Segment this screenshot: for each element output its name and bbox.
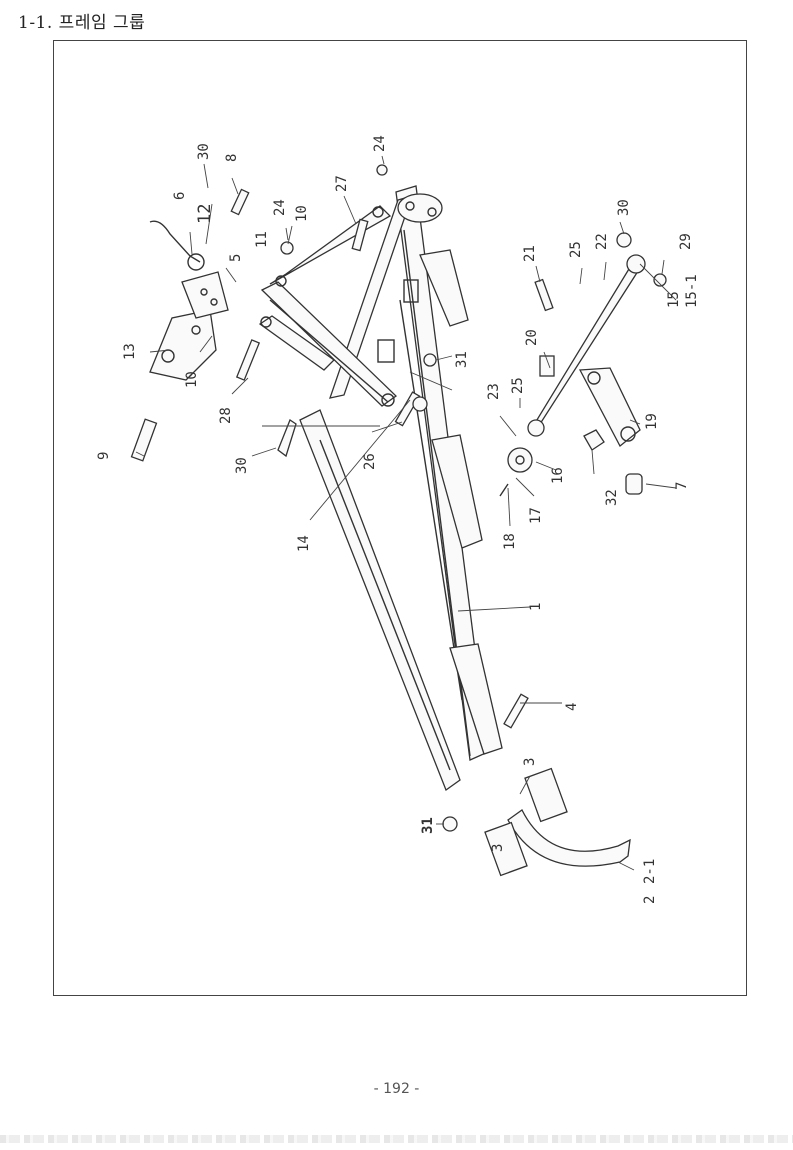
label-part-30c: 30 (234, 457, 250, 474)
label-part-2: 2 (642, 896, 658, 904)
label-part-30b: 30 (616, 199, 632, 216)
label-part-18: 18 (502, 533, 518, 550)
label-part-28: 28 (218, 407, 234, 424)
label-part-26: 26 (362, 453, 378, 470)
label-part-25a: 25 (568, 241, 584, 258)
label-part-10-lower: 10 (184, 371, 200, 388)
label-part-27: 27 (334, 175, 350, 192)
label-part-16: 16 (550, 467, 566, 484)
label-part-24b: 24 (272, 199, 288, 216)
label-part-17: 17 (528, 507, 544, 524)
bottom-parts (442, 693, 631, 877)
label-part-11: 11 (254, 231, 270, 248)
label-part-31b: 31 (420, 817, 436, 834)
label-part-15-1: 15-1 (684, 274, 700, 308)
label-part-7: 7 (674, 482, 690, 490)
label-part-3b: 3 (490, 844, 506, 852)
label-part-4: 4 (564, 703, 580, 711)
label-part-24a: 24 (372, 135, 388, 152)
label-part-22: 22 (594, 233, 610, 250)
label-part-25b: 25 (510, 377, 526, 394)
lower-arm (258, 315, 336, 371)
leader-lines (135, 155, 677, 871)
main-frame (299, 185, 503, 792)
label-part-14: 14 (296, 535, 312, 552)
label-part-31a: 31 (454, 351, 470, 368)
label-part-6: 6 (172, 192, 188, 200)
label-part-13: 13 (122, 343, 138, 360)
label-part-5: 5 (228, 254, 244, 262)
part-labels: 1 2 2-1 3 3 4 5 6 7 8 9 10 10 11 12 13 1… (96, 135, 700, 904)
label-part-3a: 3 (522, 758, 538, 766)
right-rod-assembly (499, 232, 667, 497)
label-part-21: 21 (522, 245, 538, 262)
label-part-1: 1 (528, 603, 544, 611)
label-part-15: 15 (666, 291, 682, 308)
label-part-8: 8 (224, 154, 240, 162)
crossbar (260, 281, 398, 407)
label-part-10-upper: 10 (294, 205, 310, 222)
label-part-20: 20 (524, 329, 540, 346)
page-number: - 192 - (373, 1081, 420, 1097)
diagram-frame (53, 40, 747, 996)
scan-edge-artifact (0, 1135, 793, 1143)
page-title: 1-1. 프레임 그룹 (18, 13, 146, 33)
label-part-19: 19 (644, 413, 660, 430)
label-part-32: 32 (604, 489, 620, 506)
label-part-2-1: 2-1 (642, 859, 658, 884)
left-plates (149, 220, 229, 381)
label-part-12: 12 (195, 204, 215, 224)
label-part-30a: 30 (196, 143, 212, 160)
label-part-29: 29 (678, 233, 694, 250)
label-part-23: 23 (486, 383, 502, 400)
label-part-9: 9 (96, 452, 112, 460)
